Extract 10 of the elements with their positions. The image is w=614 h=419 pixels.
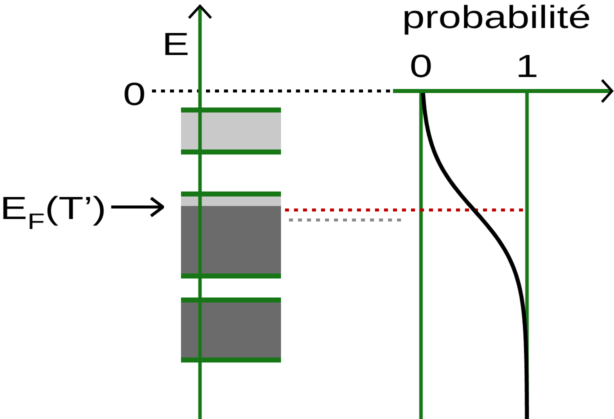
axis-label: E: [162, 28, 190, 60]
tick-label: 0: [123, 78, 146, 110]
energy-band: [181, 298, 281, 362]
tick-label: 0: [410, 50, 432, 82]
tick-label: 1: [516, 50, 538, 82]
energy-band: [181, 192, 281, 278]
arrow: [111, 196, 164, 218]
energy-band: [181, 108, 281, 154]
fermi-level-label: E$_{F}$(T’): [0, 192, 106, 241]
axis-label: probabilité: [402, 1, 591, 33]
